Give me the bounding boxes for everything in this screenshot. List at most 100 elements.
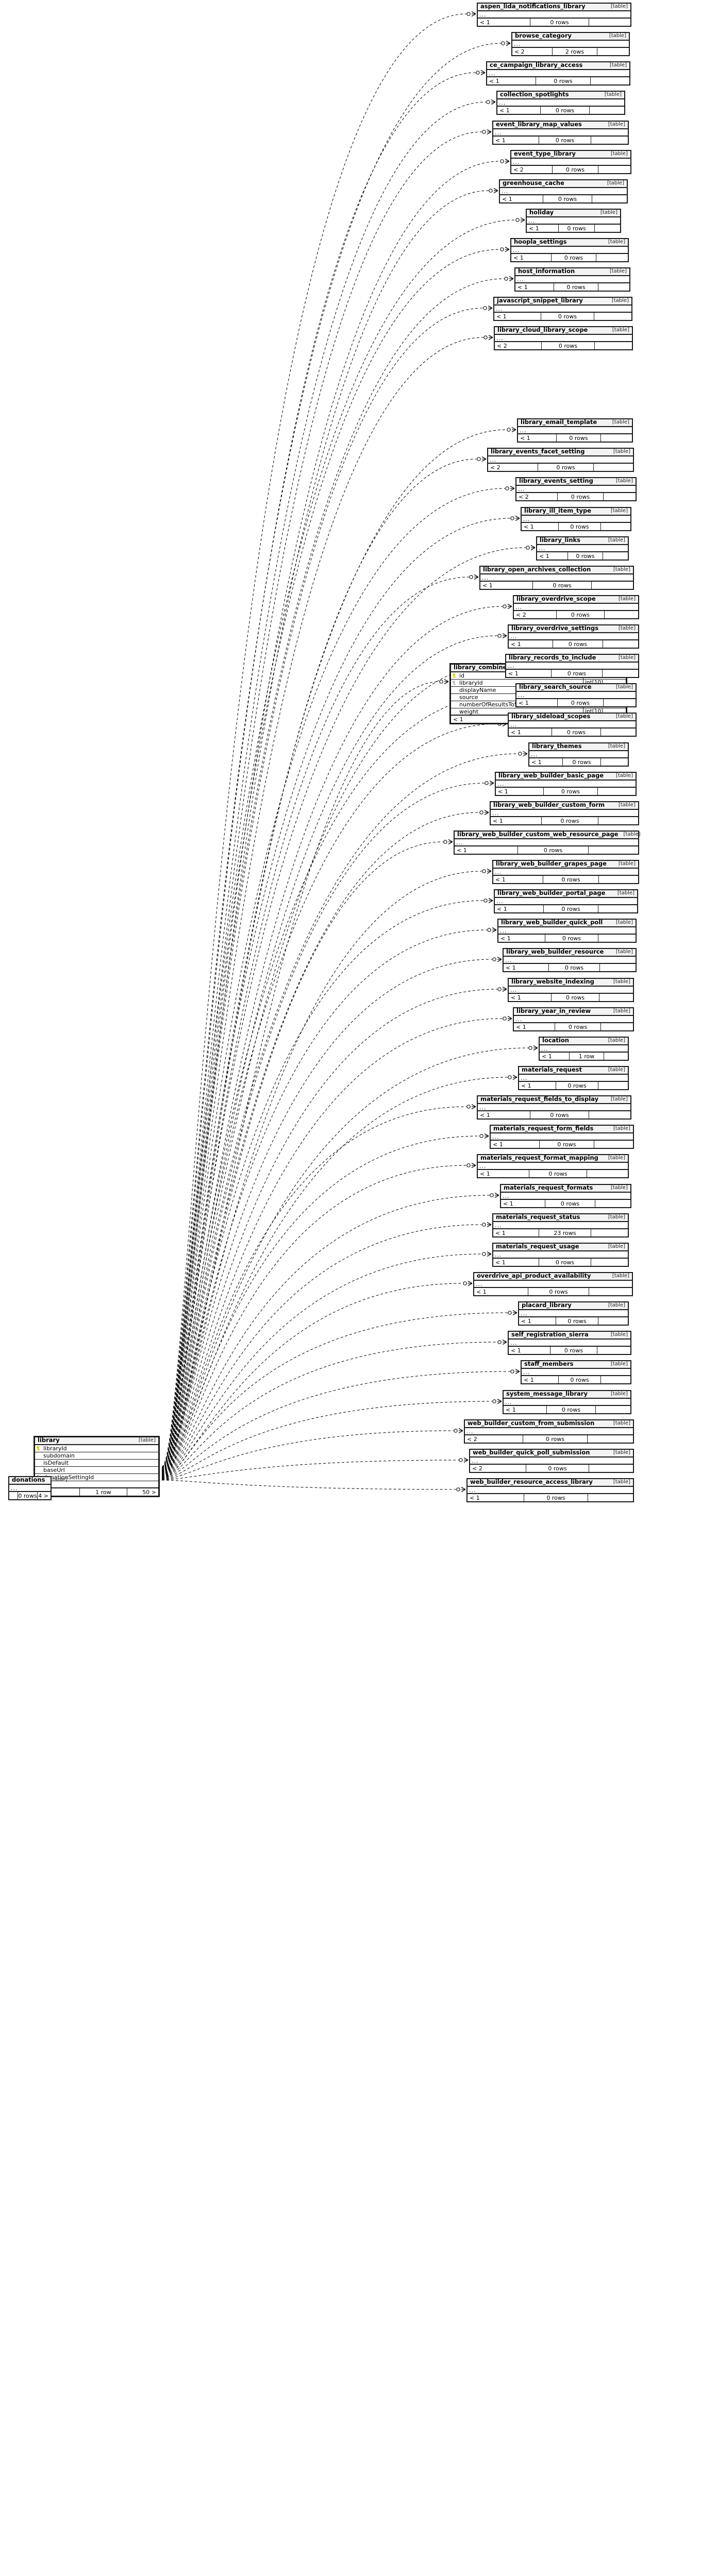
table-node-library-open-archives-collection[interactable]: library_open_archives_collection[table].… <box>479 566 634 590</box>
column-row-ellipsis[interactable]: ... <box>478 11 630 19</box>
column-row-ellipsis[interactable]: ... <box>509 721 636 728</box>
column-row-ellipsis[interactable]: ... <box>504 1399 630 1406</box>
column-row-ellipsis[interactable]: ... <box>506 663 638 670</box>
column-row-ellipsis[interactable]: ... <box>495 898 637 905</box>
column-row-ellipsis[interactable]: ... <box>470 1458 633 1465</box>
column-row-ellipsis[interactable]: ... <box>514 1016 633 1023</box>
table-node-library-web-builder-basic-page[interactable]: library_web_builder_basic_page[table]...… <box>495 772 637 796</box>
column-row-ellipsis[interactable]: ... <box>494 306 631 313</box>
table-node-materials-request-format-mapping[interactable]: materials_request_format_mapping[table].… <box>477 1154 629 1178</box>
table-node-library-web-builder-quick-poll[interactable]: library_web_builder_quick_poll[table]...… <box>497 919 637 943</box>
column-row-ellipsis[interactable]: ... <box>500 188 627 195</box>
column-row-ellipsis[interactable]: ... <box>478 1104 630 1111</box>
table-node-library-web-builder-custom-web-resource-page[interactable]: library_web_builder_custom_web_resource_… <box>454 831 641 855</box>
column-row-ellipsis[interactable]: ... <box>497 99 624 107</box>
column-row[interactable]: isDefault <box>35 1460 158 1467</box>
column-row-ellipsis[interactable]: ... <box>529 751 628 758</box>
column-row-ellipsis[interactable]: ... <box>496 781 636 788</box>
table-node-aspen-lida-notifications-library[interactable]: aspen_lida_notifications_library[table].… <box>477 3 631 27</box>
column-row-ellipsis[interactable]: ... <box>522 516 630 523</box>
table-node-library-events-facet-setting[interactable]: library_events_facet_setting[table]...< … <box>487 448 634 472</box>
column-row-ellipsis[interactable]: ... <box>488 456 633 464</box>
table-node-library-web-builder-grapes-page[interactable]: library_web_builder_grapes_page[table]..… <box>492 860 639 884</box>
column-row-ellipsis[interactable]: ... <box>537 545 628 552</box>
column-row-ellipsis[interactable]: ... <box>455 839 638 846</box>
column-row-ellipsis[interactable]: ... <box>518 427 632 434</box>
table-node-overdrive-api-product-availability[interactable]: overdrive_api_product_availability[table… <box>473 1272 633 1296</box>
column-row-ellipsis[interactable]: ... <box>491 810 638 817</box>
column-row-ellipsis[interactable]: ... <box>522 1369 630 1376</box>
column-row[interactable]: baseUrl <box>35 1467 158 1474</box>
column-row-ellipsis[interactable]: ... <box>504 957 636 964</box>
column-row-ellipsis[interactable]: ... <box>491 1133 633 1141</box>
table-node-library-web-builder-custom-form[interactable]: library_web_builder_custom_form[table]..… <box>490 801 639 825</box>
table-node-library-web-builder-portal-page[interactable]: library_web_builder_portal_page[table]..… <box>494 889 638 913</box>
column-row-ellipsis[interactable]: ... <box>478 1163 628 1170</box>
column-row[interactable]: subdomain <box>35 1452 158 1460</box>
column-row-ellipsis[interactable]: ... <box>493 1251 628 1259</box>
column-row-ellipsis[interactable]: ... <box>9 1485 51 1492</box>
column-row-ellipsis[interactable]: ... <box>516 486 636 493</box>
table-node-web-builder-resource-access-library[interactable]: web_builder_resource_access_library[tabl… <box>466 1478 634 1502</box>
column-row-ellipsis[interactable]: ... <box>515 276 629 283</box>
column-row-ellipsis[interactable]: ... <box>501 1193 630 1200</box>
column-row-ellipsis[interactable]: ... <box>512 41 629 48</box>
column-row-ellipsis[interactable]: ... <box>509 633 638 640</box>
column-row-ellipsis[interactable]: ... <box>540 1045 628 1053</box>
column-row-ellipsis[interactable]: ... <box>516 692 636 699</box>
column-row-ellipsis[interactable]: ... <box>519 1075 628 1082</box>
column-row-ellipsis[interactable]: ... <box>493 1222 628 1229</box>
column-row-ellipsis[interactable]: ... <box>467 1487 633 1494</box>
column-row-ellipsis[interactable]: ... <box>465 1428 633 1435</box>
column-row-ellipsis[interactable]: ... <box>519 1310 628 1317</box>
column-row-ellipsis[interactable]: ... <box>498 927 636 935</box>
column-row-ellipsis[interactable]: ... <box>487 70 629 77</box>
column-row-ellipsis[interactable]: ... <box>511 247 628 254</box>
column-row-ellipsis[interactable]: ... <box>509 1340 630 1347</box>
column-row-ellipsis[interactable]: ... <box>509 987 633 994</box>
table-node-library-cloud-library-scope[interactable]: library_cloud_library_scope[table]...< 2… <box>494 326 633 350</box>
table-node-materials-request-form-fields[interactable]: materials_request_form_fields[table]...<… <box>490 1125 634 1149</box>
table-node-library-web-builder-resource[interactable]: library_web_builder_resource[table]...< … <box>503 948 637 972</box>
table-node-web-builder-custom-from-submission[interactable]: web_builder_custom_from_submission[table… <box>464 1419 634 1444</box>
column-row-ellipsis[interactable]: ... <box>474 1281 632 1288</box>
column-row-ellipsis[interactable]: ... <box>495 335 632 342</box>
column-row-ellipsis[interactable]: ... <box>527 217 620 225</box>
column-row-ellipsis[interactable]: ... <box>493 129 628 137</box>
column-row-ellipsis[interactable]: ... <box>514 604 638 611</box>
table-node-materials-request-fields-to-display[interactable]: materials_request_fields_to_display[tabl… <box>477 1095 631 1120</box>
column-row-ellipsis[interactable]: ... <box>493 869 638 876</box>
column-row-ellipsis[interactable]: ... <box>480 574 633 582</box>
